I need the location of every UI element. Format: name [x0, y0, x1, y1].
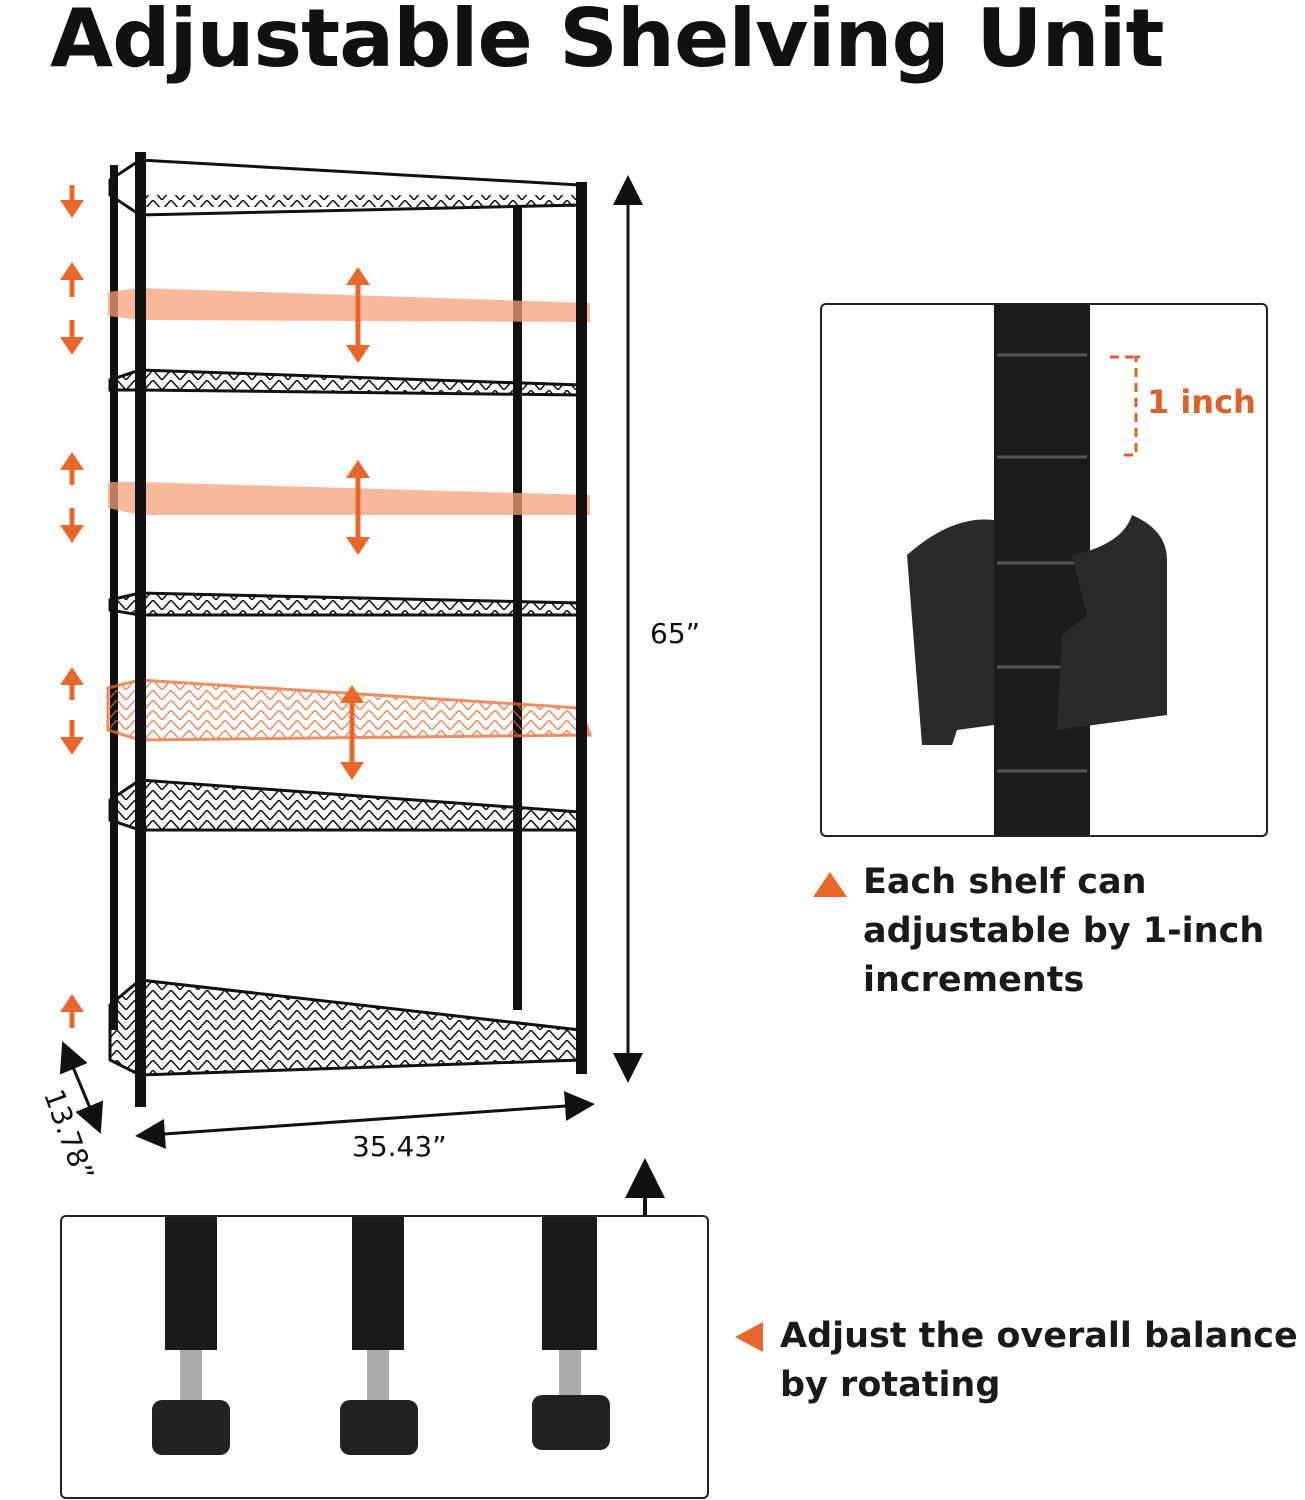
balance-caption: Adjust the overall balance by rotating: [780, 1312, 1298, 1410]
caption-line: Adjust the overall balance: [780, 1316, 1298, 1356]
leveling-feet-illustration: [152, 1217, 610, 1455]
caption-line: increments: [863, 960, 1085, 1000]
height-label: 65”: [650, 617, 701, 650]
inch-label: 1 inch: [1147, 383, 1256, 421]
clip-detail-panel: [820, 303, 1268, 837]
pole-clip-illustration: [907, 305, 1167, 835]
shelf-adjust-caption: Each shelf can adjustable by 1-inch incr…: [863, 858, 1264, 1005]
leveling-feet-panel: [60, 1215, 709, 1499]
caption-line: Each shelf can: [863, 862, 1147, 902]
adjust-arrows: [60, 185, 370, 1028]
orange-shelves: [106, 288, 593, 742]
depth-dimension-line: [59, 1041, 104, 1134]
triangle-left-icon: [735, 1322, 763, 1352]
width-dimension-line: [135, 1091, 595, 1149]
page-title: Adjustable Shelving Unit: [50, 0, 1165, 85]
caption-line: adjustable by 1-inch: [863, 911, 1265, 951]
triangle-up-icon: [813, 872, 847, 897]
width-label: 35.43”: [352, 1130, 447, 1163]
caption-line: by rotating: [780, 1365, 1001, 1405]
